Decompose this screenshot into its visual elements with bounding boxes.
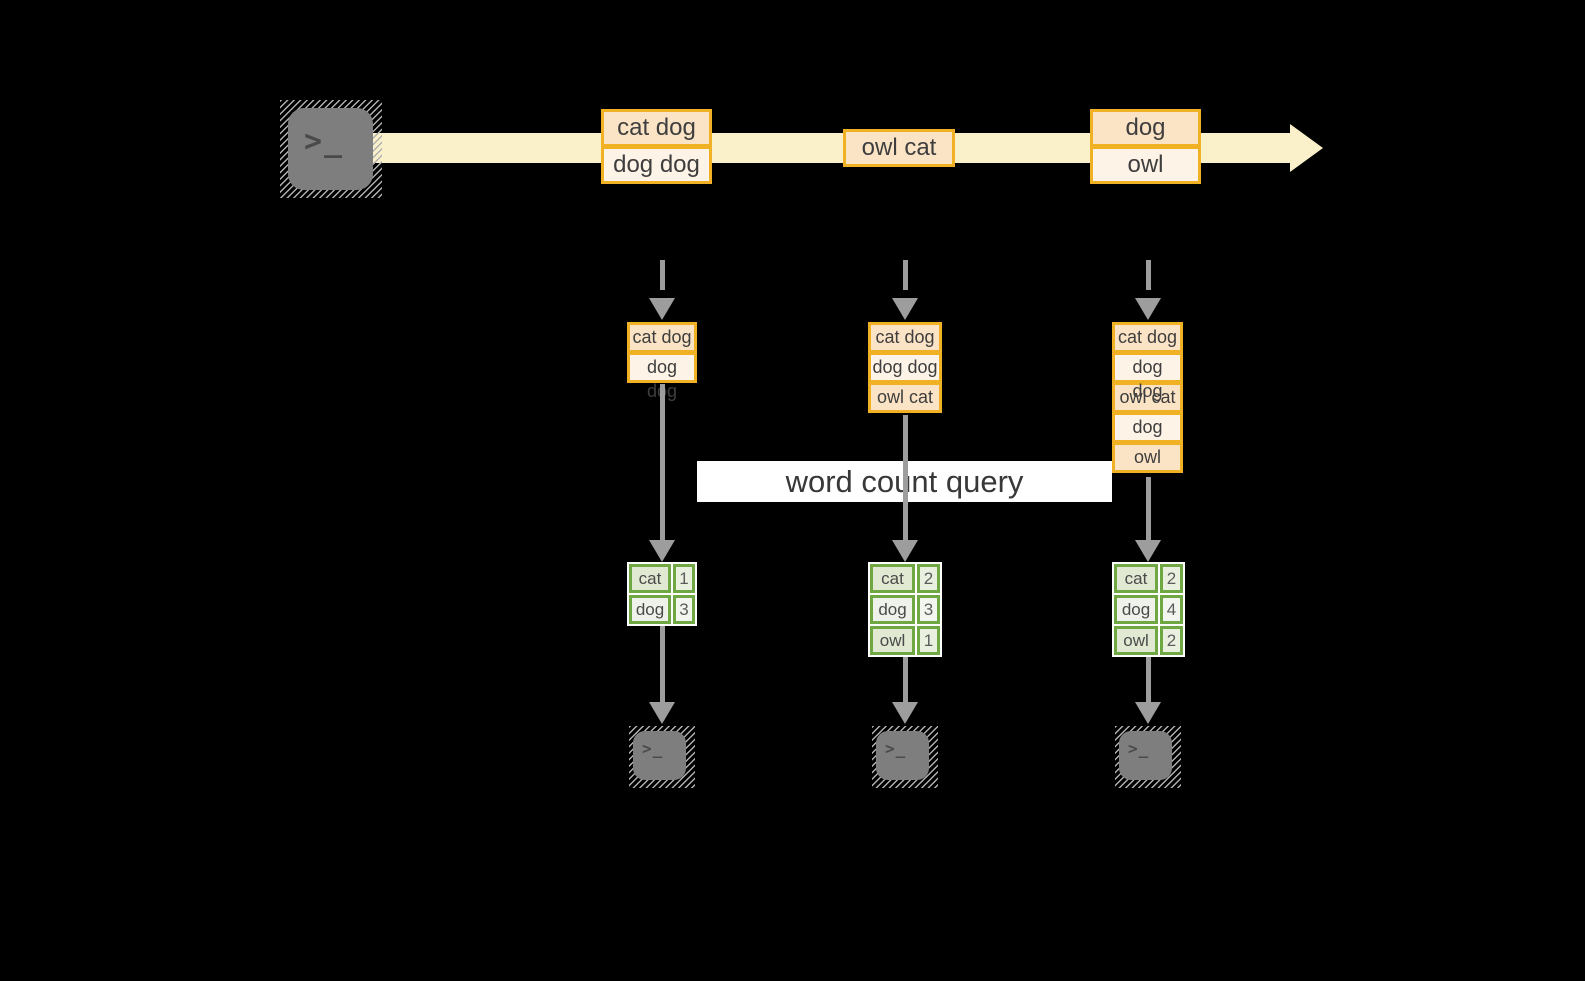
- state-cell: dog: [1112, 412, 1183, 443]
- arrow-down-icon: [1135, 657, 1161, 724]
- table-cell-count: 2: [1160, 626, 1183, 655]
- table-cell-count: 2: [917, 564, 940, 593]
- event-cell: cat dog: [601, 109, 712, 147]
- word-count-table-3: cat 2 dog 4 owl 2: [1112, 562, 1185, 657]
- table-cell-word: dog: [870, 595, 915, 624]
- arrow-down-icon: [892, 657, 918, 724]
- event-cell: dog dog: [601, 146, 712, 184]
- arrow-down-icon: [1135, 477, 1161, 562]
- dashed-arrow-down-icon: [892, 260, 918, 320]
- state-cell: dog dog: [1112, 352, 1183, 401]
- terminal-prompt-glyph: >_: [642, 739, 664, 758]
- dashed-arrow-down-icon: [649, 260, 675, 320]
- state-cell: owl cat: [1112, 382, 1183, 413]
- stream-event-2: owl cat: [843, 129, 955, 167]
- stream-event-1: cat dog dog dog: [601, 109, 712, 184]
- output-terminal-icon-1: >_: [629, 726, 695, 788]
- state-cell: owl cat: [868, 382, 942, 413]
- terminal-prompt-glyph: >_: [304, 124, 345, 159]
- arrow-down-icon: [649, 626, 675, 724]
- event-cell: owl cat: [843, 129, 955, 167]
- table-cell-count: 4: [1160, 595, 1183, 624]
- terminal-prompt-glyph: >_: [885, 739, 907, 758]
- state-cell: cat dog: [627, 322, 697, 353]
- source-terminal-icon: >_: [280, 100, 382, 198]
- event-cell: owl: [1090, 146, 1201, 184]
- table-cell-count: 1: [673, 564, 695, 593]
- table-cell-count: 1: [917, 626, 940, 655]
- table-cell-count: 2: [1160, 564, 1183, 593]
- table-cell-count: 3: [673, 595, 695, 624]
- accumulated-state-2: cat dog dog dog owl cat: [868, 322, 942, 413]
- terminal-screen: >_: [1119, 731, 1172, 780]
- table-cell-word: cat: [1114, 564, 1158, 593]
- word-count-table-1: cat 1 dog 3: [627, 562, 697, 626]
- arrow-down-icon: [649, 384, 675, 562]
- table-cell-word: dog: [629, 595, 671, 624]
- table-cell-word: dog: [1114, 595, 1158, 624]
- state-cell: dog dog: [868, 352, 942, 383]
- arrow-down-icon: [892, 415, 918, 562]
- table-cell-count: 3: [917, 595, 940, 624]
- state-cell: dog dog: [627, 352, 697, 401]
- state-cell: owl: [1112, 442, 1183, 473]
- stream-arrowhead: [1290, 124, 1323, 172]
- stream-event-3: dog owl: [1090, 109, 1201, 184]
- output-terminal-icon-2: >_: [872, 726, 938, 788]
- terminal-screen: >_: [876, 731, 929, 780]
- accumulated-state-1: cat dog dog dog: [627, 322, 697, 401]
- state-cell: cat dog: [868, 322, 942, 353]
- accumulated-state-3: cat dog dog dog owl cat dog owl: [1112, 322, 1183, 473]
- terminal-prompt-glyph: >_: [1128, 739, 1150, 758]
- event-cell: dog: [1090, 109, 1201, 147]
- terminal-screen: >_: [633, 731, 686, 780]
- table-cell-word: cat: [629, 564, 671, 593]
- dashed-arrow-down-icon: [1135, 260, 1161, 320]
- output-terminal-icon-3: >_: [1115, 726, 1181, 788]
- table-cell-word: owl: [870, 626, 915, 655]
- table-cell-word: owl: [1114, 626, 1158, 655]
- state-cell: cat dog: [1112, 322, 1183, 353]
- table-cell-word: cat: [870, 564, 915, 593]
- terminal-screen: >_: [288, 108, 373, 190]
- word-count-table-2: cat 2 dog 3 owl 1: [868, 562, 942, 657]
